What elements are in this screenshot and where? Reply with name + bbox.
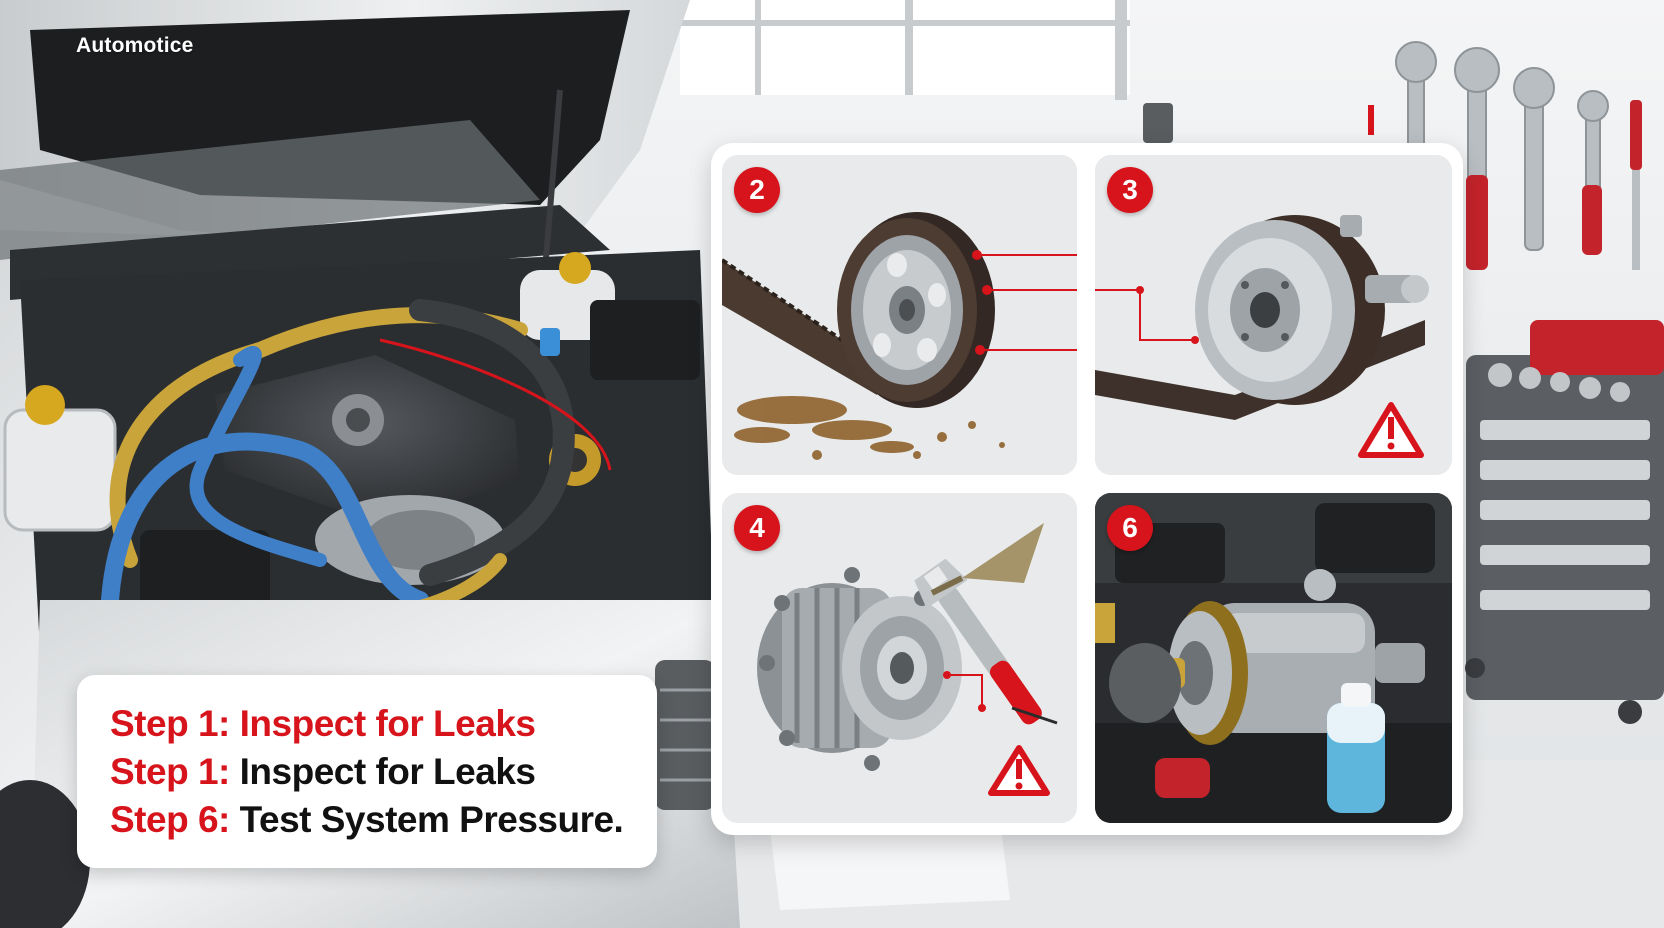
panel-step-2: 2 [722,155,1077,475]
warning-icon [988,745,1050,796]
steps-image-grid: 2 [711,143,1463,835]
step-label: Step 6: [110,799,230,840]
step-label: Step 1: [110,703,230,744]
belt-pulley-illustration [722,155,1077,475]
step-number-badge: 4 [734,505,780,551]
step-number-badge: 3 [1107,167,1153,213]
steps-text-card: Step 1: Inspect for Leaks Step 1: Inspec… [77,675,657,868]
panel-step-4: 4 [722,493,1077,823]
compressor-installed-illustration [1095,493,1452,823]
warning-icon [1358,402,1424,458]
step-number-badge: 6 [1107,505,1153,551]
compressor-tools-illustration [722,493,1077,823]
step-line: Step 1: Inspect for Leaks [110,751,536,793]
step-text: Inspect for Leaks [239,703,536,744]
step-text: Test System Pressure. [239,799,624,840]
step-text: Inspect for Leaks [239,751,536,792]
panel-step-6: 6 [1095,493,1452,823]
step-line: Step 6: Test System Pressure. [110,799,624,841]
step-number-badge: 2 [734,167,780,213]
pulley-warning-illustration [1095,155,1452,475]
brand-logo-text: Automotice [76,34,194,57]
step-label: Step 1: [110,751,230,792]
panel-step-3: 3 [1095,155,1452,475]
step-line: Step 1: Inspect for Leaks [110,703,536,745]
